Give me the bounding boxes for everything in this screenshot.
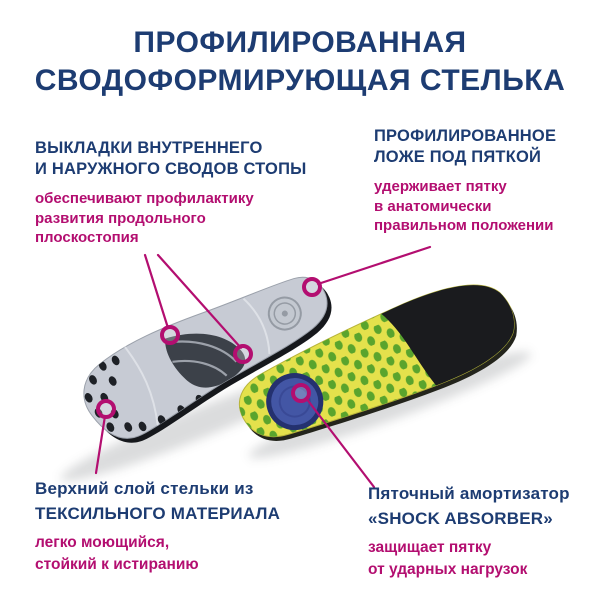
callout-heel-bed: ПРОФИЛИРОВАННОЕ ЛОЖЕ ПОД ПЯТКОЙ удержива… — [374, 126, 556, 236]
arch-desc-line2: развития продольного — [35, 209, 206, 227]
page-title-line2: СВОДОФОРМИРУЮЩАЯ СТЕЛЬКА — [34, 64, 566, 97]
shock-heading-line2: «SHOCK ABSORBER» — [368, 509, 553, 528]
textile-heading-line2: ТЕКСИЛЬНОГО МАТЕРИАЛА — [35, 504, 281, 523]
arch-desc-line3: плоскостопия — [35, 229, 139, 246]
heel-bed-heading-line1: ПРОФИЛИРОВАННОЕ — [374, 127, 557, 145]
textile-heading-line1: Верхний слой стельки из — [35, 479, 254, 498]
arch-heading-line2: И НАРУЖНОГО СВОДОВ СТОПЫ — [35, 160, 307, 178]
callout-marker-shock-absorber — [291, 383, 311, 403]
heel-brand-badge-center — [281, 310, 288, 317]
arch-swoosh-line — [171, 340, 238, 363]
callout-marker-arch-inner — [233, 344, 253, 364]
callout-line-shock-absorber — [304, 396, 376, 489]
callout-marker-textile — [96, 399, 116, 419]
shock-desc-line2: от ударных нагрузок — [368, 560, 528, 578]
textile-desc-line1: легко моющийся, — [35, 534, 170, 551]
page-title-line1: ПРОФИЛИРОВАННАЯ — [133, 26, 467, 59]
shock-desc-line1: защищает пятку — [368, 539, 492, 556]
heel-bed-heading-line2: ЛОЖЕ ПОД ПЯТКОЙ — [374, 148, 542, 166]
page-title: ПРОФИЛИРОВАННАЯ СВОДОФОРМИРУЮЩАЯ СТЕЛЬКА — [0, 24, 600, 100]
shock-heading-line1: Пяточный амортизатор — [368, 484, 570, 503]
heel-bed-desc-line3: правильном положении — [374, 217, 554, 234]
callout-marker-heel-bed — [302, 277, 322, 297]
callout-textile-layer: Верхний слой стельки из ТЕКСИЛЬНОГО МАТЕ… — [35, 476, 280, 575]
heel-bed-desc-line2: в анатомически — [374, 197, 492, 215]
callout-shock-absorber: Пяточный амортизатор «SHOCK ABSORBER» за… — [368, 481, 570, 580]
callout-line-textile — [94, 414, 107, 475]
callout-arch-supports: ВЫКЛАДКИ ВНУТРЕННЕГО И НАРУЖНОГО СВОДОВ … — [35, 138, 307, 248]
arch-desc-line1: обеспечивают профилактику — [35, 190, 254, 207]
textile-desc-line2: стойкий к истиранию — [35, 555, 199, 573]
callout-line-arch-outer — [143, 253, 170, 330]
surface-seam — [122, 344, 159, 426]
callout-line-heel-bed — [316, 245, 432, 286]
heel-bed-desc-line1: удерживает пятку — [374, 178, 507, 195]
callout-line-arch-inner — [156, 253, 243, 350]
arch-swoosh-line — [172, 359, 228, 377]
surface-seam — [242, 297, 271, 354]
callout-marker-arch-outer — [160, 325, 180, 345]
arch-heading-line1: ВЫКЛАДКИ ВНУТРЕННЕГО — [35, 139, 263, 157]
heel-brand-badge-ring — [273, 302, 297, 325]
